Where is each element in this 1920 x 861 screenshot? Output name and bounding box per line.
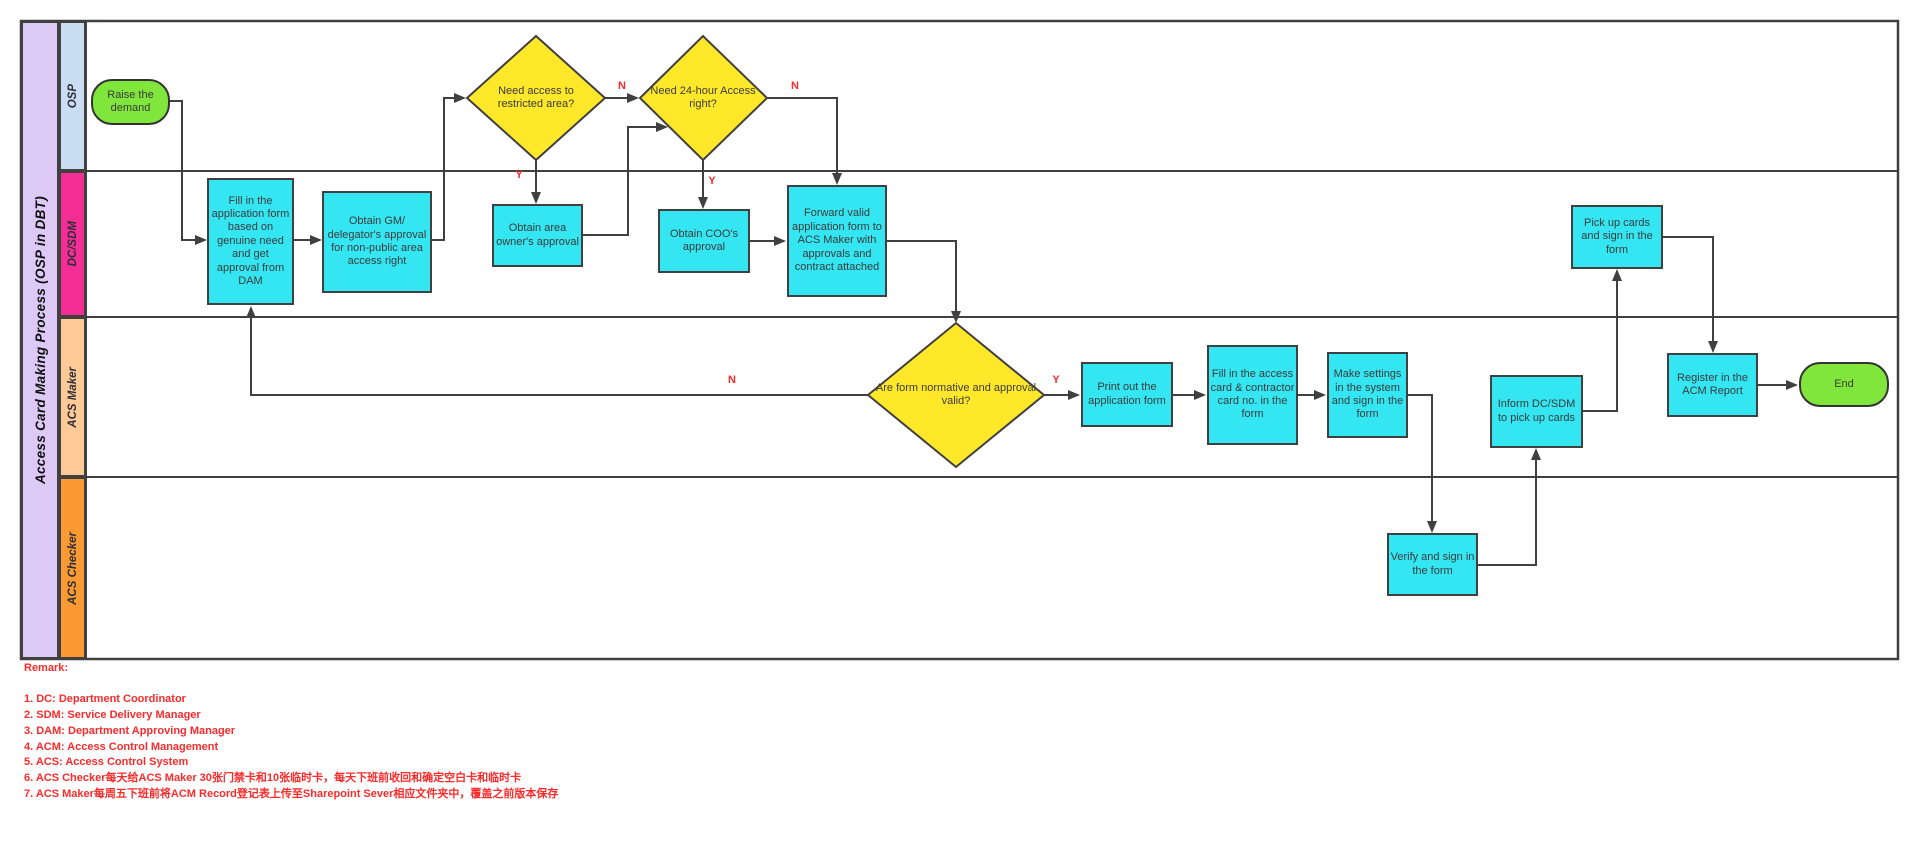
- remarks-gap: [24, 677, 558, 693]
- remark-line: 3. DAM: Department Approving Manager: [24, 724, 236, 737]
- node-obtain-gm-approval: Obtain GM/ delegator's approval for non-…: [322, 191, 432, 293]
- diagram-border: [19, 19, 1900, 661]
- branch-no-formvalid: N: [728, 374, 736, 386]
- decision-need-24hour-access-label: Need 24-hour Access right?: [650, 84, 756, 110]
- remarks-heading: Remark:: [24, 662, 69, 674]
- connector-pickup-to-register: [1663, 236, 1718, 353]
- branch-yes-24hour: Y: [708, 175, 716, 187]
- decision-need-restricted-area-label: Need access to restricted area?: [497, 84, 575, 110]
- node-pick-up-cards: Pick up cards and sign in the form: [1571, 205, 1663, 269]
- remark-line: 7. ACS Maker每周五下班前将ACM Record登记表上传至Share…: [24, 787, 559, 800]
- node-obtain-area-owner-approval: Obtain area owner's approval: [492, 204, 583, 267]
- node-make-settings: Make settings in the system and sign in …: [1327, 352, 1408, 438]
- node-fill-application-form: Fill in the application form based on ge…: [207, 178, 294, 305]
- connector-forward-to-formvalid: [887, 240, 961, 323]
- remark-line: 2. SDM: Service Delivery Manager: [24, 709, 201, 722]
- node-fill-card-number: Fill in the access card & contractor car…: [1207, 345, 1298, 445]
- node-verify-sign: Verify and sign in the form: [1387, 533, 1478, 596]
- node-end: End: [1799, 362, 1889, 407]
- remark-line: 5. ACS: Access Control System: [24, 756, 189, 769]
- connector-inform-to-pickup: [1583, 269, 1622, 412]
- decision-form-valid: [866, 321, 1046, 469]
- connector-verify-to-inform: [1478, 448, 1541, 566]
- branch-no-24hour: N: [791, 80, 799, 92]
- connector-obtaingm-to-restricted: [432, 93, 466, 241]
- remark-line: 6. ACS Checker每天给ACS Maker 30张门禁卡和10张临时卡…: [24, 771, 522, 784]
- branch-yes-restricted: Y: [515, 169, 523, 181]
- node-obtain-coo-approval: Obtain COO's approval: [658, 209, 750, 273]
- connector-raise-to-fillform: [170, 100, 207, 245]
- connector-makesettings-to-verify: [1408, 394, 1437, 533]
- connector-formvalid-no-to-fillform: [246, 306, 868, 396]
- decision-need-restricted-area: [465, 34, 607, 162]
- node-print-form: Print out the application form: [1081, 362, 1173, 427]
- node-raise-demand: Raise the demand: [91, 79, 170, 125]
- node-register-acm-report: Register in the ACM Report: [1667, 353, 1758, 417]
- connector-24hour-no-to-forward: [767, 97, 842, 185]
- decision-form-valid-label: Are form normative and approval valid?: [875, 381, 1037, 407]
- remark-line: 4. ACM: Access Control Management: [24, 740, 219, 753]
- branch-yes-formvalid: Y: [1052, 374, 1060, 386]
- remarks-block: Remark: 1. DC: Department Coordinator 2.…: [24, 661, 558, 802]
- remark-line: 1. DC: Department Coordinator: [24, 693, 186, 706]
- decision-need-24hour-access: [638, 34, 769, 162]
- node-forward-valid-form: Forward valid application form to ACS Ma…: [787, 185, 887, 297]
- connector-areaowner-to-24hour: [583, 122, 668, 236]
- node-inform-dcsdm: Inform DC/SDM to pick up cards: [1490, 375, 1583, 448]
- branch-no-restricted: N: [618, 80, 626, 92]
